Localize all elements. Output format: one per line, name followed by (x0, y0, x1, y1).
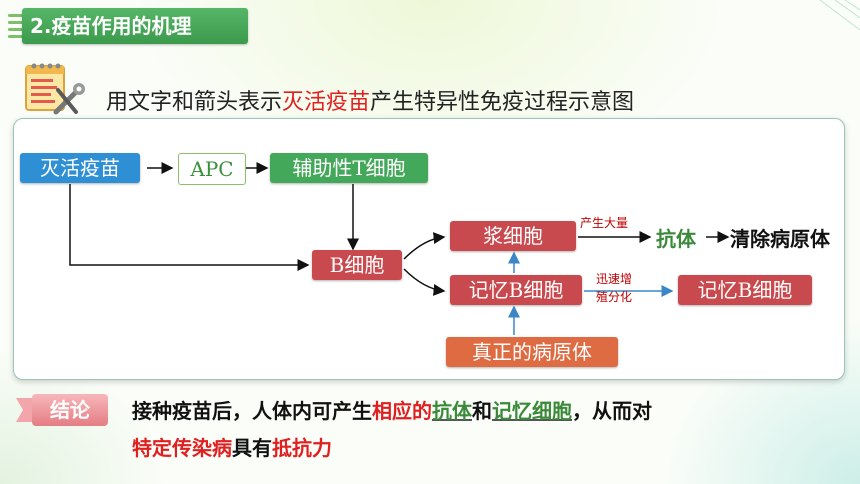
conclusion-tag: 结论 (32, 394, 108, 426)
subtitle-highlight: 灭活疫苗 (282, 90, 371, 115)
pathogen-node: 真正的病原体 (446, 337, 618, 367)
apc-node: APC (178, 153, 246, 185)
conclusion-ribbon (16, 398, 36, 422)
arrow-bcell-plasma (403, 232, 446, 260)
clear-pathogen-label: 清除病原体 (730, 227, 830, 251)
subtitle-text-end: 产生特异性免疫过程示意图 (370, 90, 635, 115)
immune-process-diagram: 灭活疫苗 APC 辅助性T细胞 B细胞 浆细胞 记忆B细胞 记忆B细胞 真正的病… (13, 118, 845, 380)
conclusion-text: 接种疫苗后，人体内可产生相应的抗体和记忆细胞，从而对特定传染病具有抵抗力 (132, 399, 652, 460)
decorative-lines (819, 0, 860, 31)
memory-b-node: 记忆B细胞 (450, 275, 582, 305)
produce-label: 产生大量 (580, 216, 629, 230)
helper-t-node: 辅助性T细胞 (270, 153, 428, 183)
b-cell-node: B细胞 (312, 250, 402, 280)
memory-b-node-2: 记忆B细胞 (678, 275, 812, 305)
proliferate-label-line2: 殖分化 (596, 290, 633, 304)
arrow-vaccine-bcell (69, 184, 310, 271)
plasma-cell-node: 浆细胞 (450, 221, 576, 251)
vaccine-node: 灭活疫苗 (20, 153, 140, 183)
proliferate-label-line1: 迅速增 (596, 272, 633, 286)
diagram-arrows (69, 162, 730, 335)
diagram-subtitle: 用文字和箭头表示灭活疫苗产生特异性免疫过程示意图 (106, 84, 634, 116)
notepad-wrench-icon (25, 63, 85, 115)
subtitle-text: 用文字和箭头表示 (106, 90, 283, 115)
arrow-bcell-memory (403, 268, 446, 296)
antibody-label: 抗体 (656, 227, 696, 251)
section-title: 2.疫苗作用的机理 (22, 8, 248, 44)
menu-lines-icon (8, 14, 24, 42)
